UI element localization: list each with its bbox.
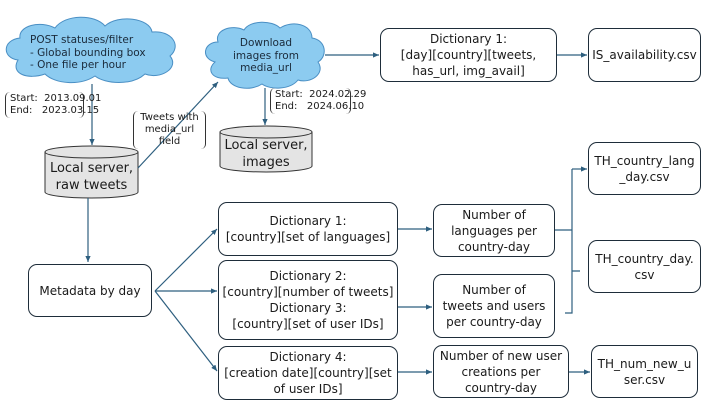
media-filter-label: Tweets with media_url field bbox=[133, 111, 206, 149]
download-date-range: Start: 2024.02.29 End: 2024.06.10 bbox=[270, 88, 366, 114]
download-cloud-shape bbox=[205, 21, 325, 89]
api-cloud-shape bbox=[5, 16, 176, 83]
image-dictionary-box: Dictionary 1: [day][country][tweets, has… bbox=[380, 28, 557, 82]
arrow-meta-to-dict1 bbox=[154, 228, 218, 292]
start-date: Start: 2024.02.29 bbox=[275, 89, 367, 100]
tweets-users-measure-box: Number of tweets and users per country-d… bbox=[433, 274, 555, 338]
api-date-range: Start: 2013.09.01 End: 2023.03.15 bbox=[5, 92, 101, 118]
end-date: End: 2024.06.10 bbox=[275, 101, 365, 112]
start-date: Start: 2013.09.01 bbox=[10, 93, 102, 104]
api-cloud-label: POST statuses/filter - Global bounding b… bbox=[30, 34, 146, 71]
bracket-connector bbox=[555, 169, 580, 314]
images-cylinder bbox=[219, 125, 313, 173]
dictionary-4-box: Dictionary 4: [creation date][country][s… bbox=[218, 346, 398, 400]
end-date: End: 2023.03.15 bbox=[10, 105, 100, 116]
raw-tweets-label: Local server, raw tweets bbox=[49, 161, 134, 193]
raw-tweets-cylinder bbox=[44, 145, 139, 199]
images-label: Local server, images bbox=[224, 138, 308, 170]
arrow-raw-to-download bbox=[137, 81, 219, 169]
new-users-measure-box: Number of new user creations per country… bbox=[433, 345, 569, 398]
download-cloud-label: Download images from media_url bbox=[233, 37, 299, 74]
arrow-meta-to-dict4 bbox=[154, 290, 218, 372]
dictionary-2-3-box: Dictionary 2: [country][number of tweets… bbox=[218, 260, 398, 340]
metadata-by-day-box: Metadata by day bbox=[28, 264, 152, 317]
is-availability-csv: IS_availability.csv bbox=[588, 28, 701, 82]
th-country-lang-day-csv: TH_country_lang _day.csv bbox=[588, 142, 701, 195]
th-num-new-user-csv: TH_num_new_u ser.csv bbox=[591, 345, 698, 398]
th-country-day-csv: TH_country_day. csv bbox=[588, 240, 701, 293]
languages-measure-box: Number of languages per country-day bbox=[433, 204, 555, 257]
dictionary-1-box: Dictionary 1: [country][set of languages… bbox=[218, 202, 398, 256]
